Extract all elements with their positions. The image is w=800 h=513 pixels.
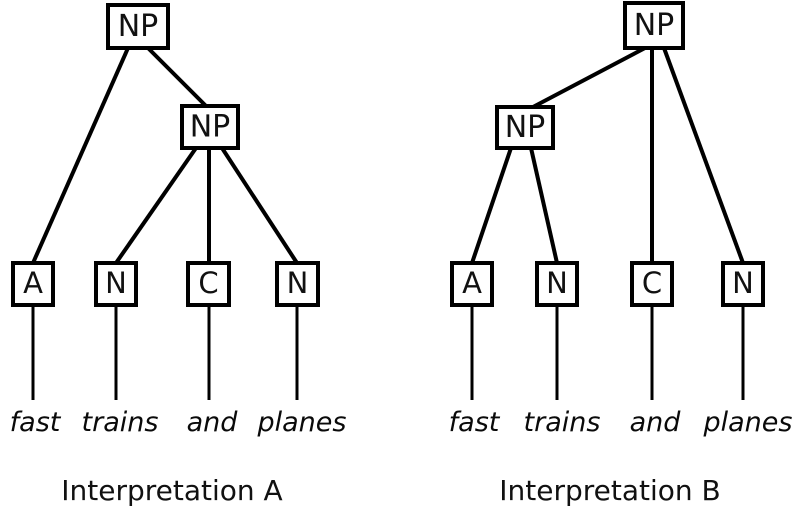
node-box-b-np-root[interactable] xyxy=(623,1,685,50)
tree-branch-a-root-to-a xyxy=(31,47,130,264)
tree-branch-b-npinner-to-a xyxy=(470,147,513,264)
node-box-a-np-inner[interactable] xyxy=(180,104,240,150)
tree-branch-b-root-to-npinner xyxy=(532,46,646,109)
node-label-a-np-inner: NP xyxy=(190,110,231,145)
caption-interpretation-a: Interpretation A xyxy=(61,474,282,507)
tree-branch-a-npinner-to-n2 xyxy=(220,146,299,265)
node-label-a-a: A xyxy=(23,266,43,300)
node-label-a-n2: N xyxy=(287,266,309,300)
caption-interpretation-b: Interpretation B xyxy=(499,474,721,507)
terminal-word-b-word-planes: planes xyxy=(703,407,793,438)
node-label-b-n2: N xyxy=(732,266,754,300)
node-box-a-c[interactable] xyxy=(186,261,231,307)
terminal-word-b-word-fast: fast xyxy=(449,407,501,438)
node-box-a-np-root[interactable] xyxy=(106,3,170,50)
node-label-b-c: C xyxy=(642,266,662,300)
node-box-b-a[interactable] xyxy=(450,261,494,307)
tree-branch-a-root-to-npinner xyxy=(146,46,208,108)
node-label-a-np-root: NP xyxy=(118,9,159,44)
node-label-b-np-root: NP xyxy=(634,8,675,43)
node-box-b-c[interactable] xyxy=(630,261,674,307)
node-box-a-n2[interactable] xyxy=(275,261,320,307)
node-box-a-a[interactable] xyxy=(11,261,55,307)
terminal-word-b-word-and: and xyxy=(630,407,682,438)
tree-branch-b-root-to-n2 xyxy=(662,47,745,264)
node-label-b-n1: N xyxy=(546,266,568,300)
terminal-word-b-word-trains: trains xyxy=(524,407,601,438)
node-box-b-n1[interactable] xyxy=(535,261,579,307)
terminal-word-a-word-and: and xyxy=(187,407,239,438)
tree-branch-a-npinner-to-n1 xyxy=(114,146,198,265)
node-label-a-n1: N xyxy=(105,266,127,300)
terminal-word-a-word-fast: fast xyxy=(10,407,62,438)
terminal-word-a-word-trains: trains xyxy=(82,407,159,438)
terminal-word-a-word-planes: planes xyxy=(257,407,347,438)
node-label-b-a: A xyxy=(462,266,482,300)
tree-branch-b-npinner-to-n1 xyxy=(529,147,559,264)
node-box-a-n1[interactable] xyxy=(94,261,138,307)
node-box-b-np-inner[interactable] xyxy=(495,105,555,150)
node-label-a-c: C xyxy=(198,266,218,300)
node-box-b-n2[interactable] xyxy=(721,261,765,307)
node-label-b-np-inner: NP xyxy=(505,110,546,145)
